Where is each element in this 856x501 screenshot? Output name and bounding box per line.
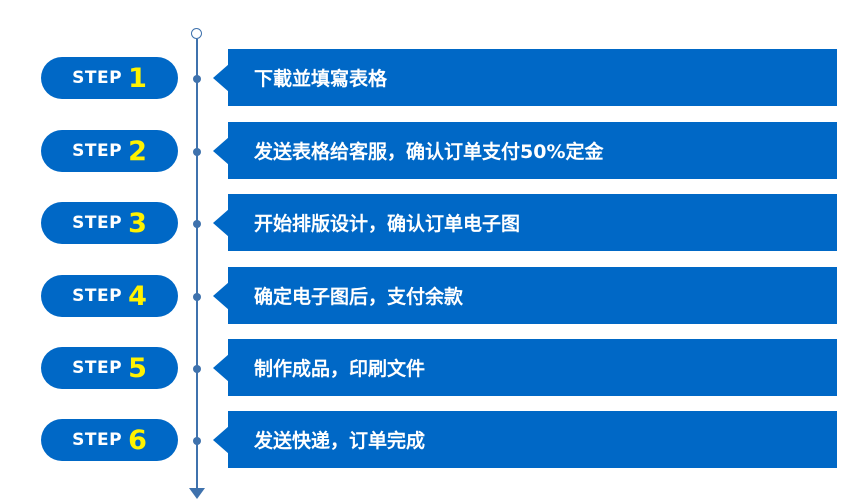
step-label: STEP xyxy=(72,68,123,88)
step-number: 5 xyxy=(128,352,147,384)
step-label: STEP xyxy=(72,141,123,161)
step-text: 下載並填寫表格 xyxy=(254,68,388,90)
step-description: 发送快递，订单完成 xyxy=(228,411,837,468)
banner-pointer xyxy=(213,354,229,382)
step-text: 制作成品，印刷文件 xyxy=(254,358,426,380)
banner-pointer xyxy=(213,426,229,454)
step-label: STEP xyxy=(72,358,123,378)
banner-pointer xyxy=(213,282,229,310)
timeline-arrow-down-icon xyxy=(189,488,205,499)
step-label: STEP xyxy=(72,286,123,306)
step-number: 6 xyxy=(128,424,147,456)
step-description: 确定电子图后，支付余款 xyxy=(228,267,837,324)
timeline-dot xyxy=(193,220,201,228)
step-text: 开始排版设计，确认订单电子图 xyxy=(254,213,521,235)
timeline-start-circle xyxy=(191,28,202,39)
step-label: STEP xyxy=(72,430,123,450)
step-text: 确定电子图后，支付余款 xyxy=(254,286,464,308)
timeline-dot xyxy=(193,148,201,156)
timeline-dot xyxy=(193,293,201,301)
step-number: 3 xyxy=(128,207,147,239)
timeline-line xyxy=(196,39,198,489)
step-description: 制作成品，印刷文件 xyxy=(228,339,837,396)
step-number: 4 xyxy=(128,280,147,312)
banner-pointer xyxy=(213,209,229,237)
step-description: 发送表格给客服，确认订单支付50%定金 xyxy=(228,122,837,179)
step-label: STEP xyxy=(72,213,123,233)
step-text: 发送快递，订单完成 xyxy=(254,430,426,452)
timeline-dot xyxy=(193,75,201,83)
banner-pointer xyxy=(213,137,229,165)
step-number: 2 xyxy=(128,135,147,167)
step-description: 下載並填寫表格 xyxy=(228,49,837,106)
banner-pointer xyxy=(213,64,229,92)
timeline-dot xyxy=(193,437,201,445)
step-number: 1 xyxy=(128,62,147,94)
step-text: 发送表格给客服，确认订单支付50%定金 xyxy=(254,141,604,163)
timeline-dot xyxy=(193,365,201,373)
step-description: 开始排版设计，确认订单电子图 xyxy=(228,194,837,251)
